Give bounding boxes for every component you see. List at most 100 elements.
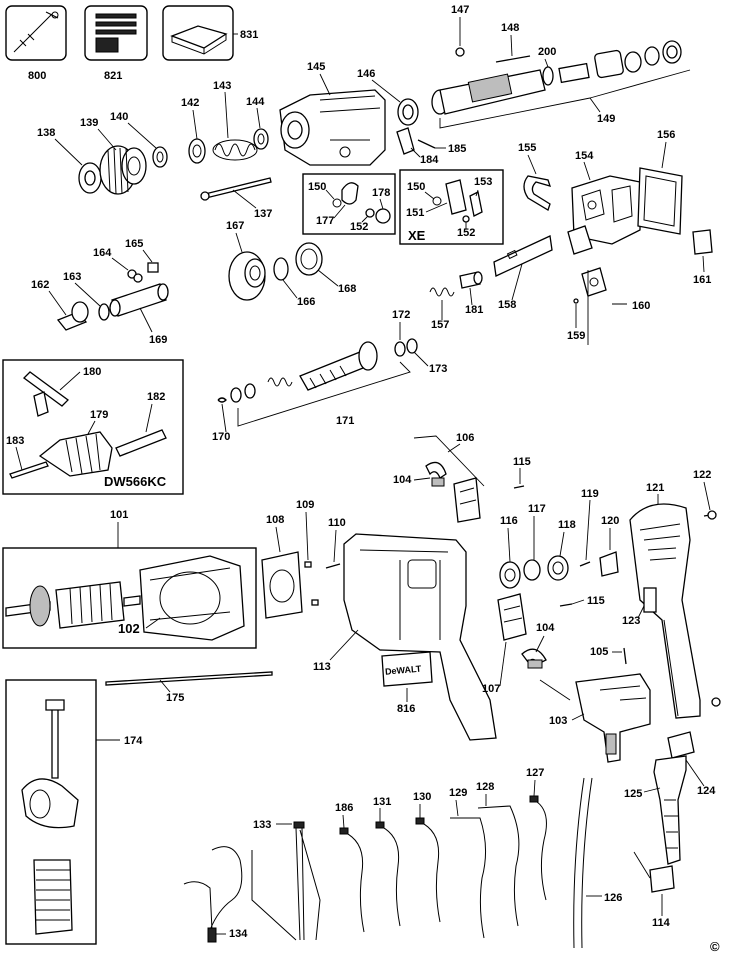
label-116: 116 <box>500 515 518 527</box>
label-122: 122 <box>693 469 711 481</box>
label-179: 179 <box>90 409 108 421</box>
label-174: 174 <box>124 735 143 747</box>
label-151: 151 <box>406 207 424 219</box>
label-114: 114 <box>652 917 671 929</box>
part-128-wire <box>477 805 520 927</box>
label-121: 121 <box>646 482 664 494</box>
label-105: 105 <box>590 646 608 658</box>
part-131-wire <box>375 821 401 927</box>
label-182: 182 <box>147 391 165 403</box>
label-109: 109 <box>296 499 314 511</box>
label-173: 173 <box>429 363 447 375</box>
group-106-bracket <box>413 435 485 487</box>
label-126: 126 <box>604 892 622 904</box>
label-115b: 115 <box>587 595 605 607</box>
part-174-side-handle <box>21 699 79 935</box>
part-162 <box>56 301 89 331</box>
part-145-gear-housing <box>279 89 386 166</box>
part-108 <box>261 551 303 619</box>
part-158 <box>493 235 553 277</box>
part-107 <box>497 593 527 641</box>
copyright-mark: © <box>710 939 720 954</box>
label-200: 200 <box>538 46 556 58</box>
part-130-wire <box>415 817 441 923</box>
label-129: 129 <box>449 787 467 799</box>
label-162: 162 <box>31 279 49 291</box>
label-158: 158 <box>498 299 516 311</box>
label-152a: 152 <box>350 221 368 233</box>
part-185 <box>417 139 436 149</box>
box-831 <box>162 5 234 61</box>
label-131: 131 <box>373 796 391 808</box>
part-147 <box>455 47 465 57</box>
label-170: 170 <box>212 431 230 443</box>
label-149: 149 <box>597 113 615 125</box>
label-101: 101 <box>110 509 128 521</box>
label-102: 102 <box>118 621 140 636</box>
label-177: 177 <box>316 215 334 227</box>
part-175 <box>105 671 273 686</box>
label-145: 145 <box>307 61 325 73</box>
part-154 <box>567 175 641 255</box>
part-159 <box>573 298 579 304</box>
part-102-field <box>139 555 245 641</box>
dewalt-logo-text: DeWALT <box>385 664 423 677</box>
part-149-assembly <box>431 40 682 115</box>
label-155: 155 <box>518 142 536 154</box>
label-110: 110 <box>328 517 346 529</box>
part-157-spring <box>429 287 455 297</box>
label-127: 127 <box>526 767 544 779</box>
label-134: 134 <box>229 928 248 940</box>
part-152b <box>462 215 470 223</box>
group-box-motor <box>2 547 257 649</box>
label-152b: 152 <box>457 227 475 239</box>
label-107: 107 <box>482 683 500 695</box>
group-box-switch-a <box>302 173 396 235</box>
box-821 <box>84 5 148 61</box>
label-115a: 115 <box>513 456 531 468</box>
label-831: 831 <box>240 29 258 41</box>
label-163: 163 <box>63 271 81 283</box>
label-104a: 104 <box>393 474 412 486</box>
label-165: 165 <box>125 238 143 250</box>
part-180-chuck-key <box>23 371 69 417</box>
label-161: 161 <box>693 274 711 286</box>
label-133: 133 <box>253 819 271 831</box>
label-xe: XE <box>408 228 426 243</box>
part-117 <box>523 559 541 581</box>
part-152a <box>365 208 375 218</box>
label-104b: 104 <box>536 622 555 634</box>
label-153: 153 <box>474 176 492 188</box>
label-186: 186 <box>335 802 353 814</box>
part-172 <box>394 341 406 357</box>
part-116 <box>499 561 521 589</box>
part-166 <box>273 257 289 281</box>
part-143-spring <box>212 139 258 161</box>
label-181: 181 <box>465 304 483 316</box>
label-800: 800 <box>28 70 46 82</box>
label-137: 137 <box>254 208 272 220</box>
part-179-chuck <box>38 431 113 477</box>
label-166: 166 <box>297 296 315 308</box>
label-123: 123 <box>622 615 640 627</box>
group-box-xe <box>399 169 504 245</box>
label-146: 146 <box>357 68 375 80</box>
part-110 <box>325 563 341 569</box>
part-167-gear <box>228 251 266 301</box>
part-106-brush-holder <box>453 477 481 523</box>
part-103-switch <box>575 673 651 763</box>
label-164: 164 <box>93 247 112 259</box>
part-182 <box>115 429 167 457</box>
label-103: 103 <box>549 715 567 727</box>
part-163 <box>98 303 110 321</box>
label-169: 169 <box>149 334 167 346</box>
part-124 <box>667 731 695 759</box>
part-123 <box>643 587 657 613</box>
part-156 <box>637 167 683 235</box>
label-142: 142 <box>181 97 199 109</box>
part-104b <box>521 648 547 669</box>
label-171: 171 <box>336 415 354 427</box>
label-821: 821 <box>104 70 122 82</box>
group-107-bracket <box>539 679 571 701</box>
